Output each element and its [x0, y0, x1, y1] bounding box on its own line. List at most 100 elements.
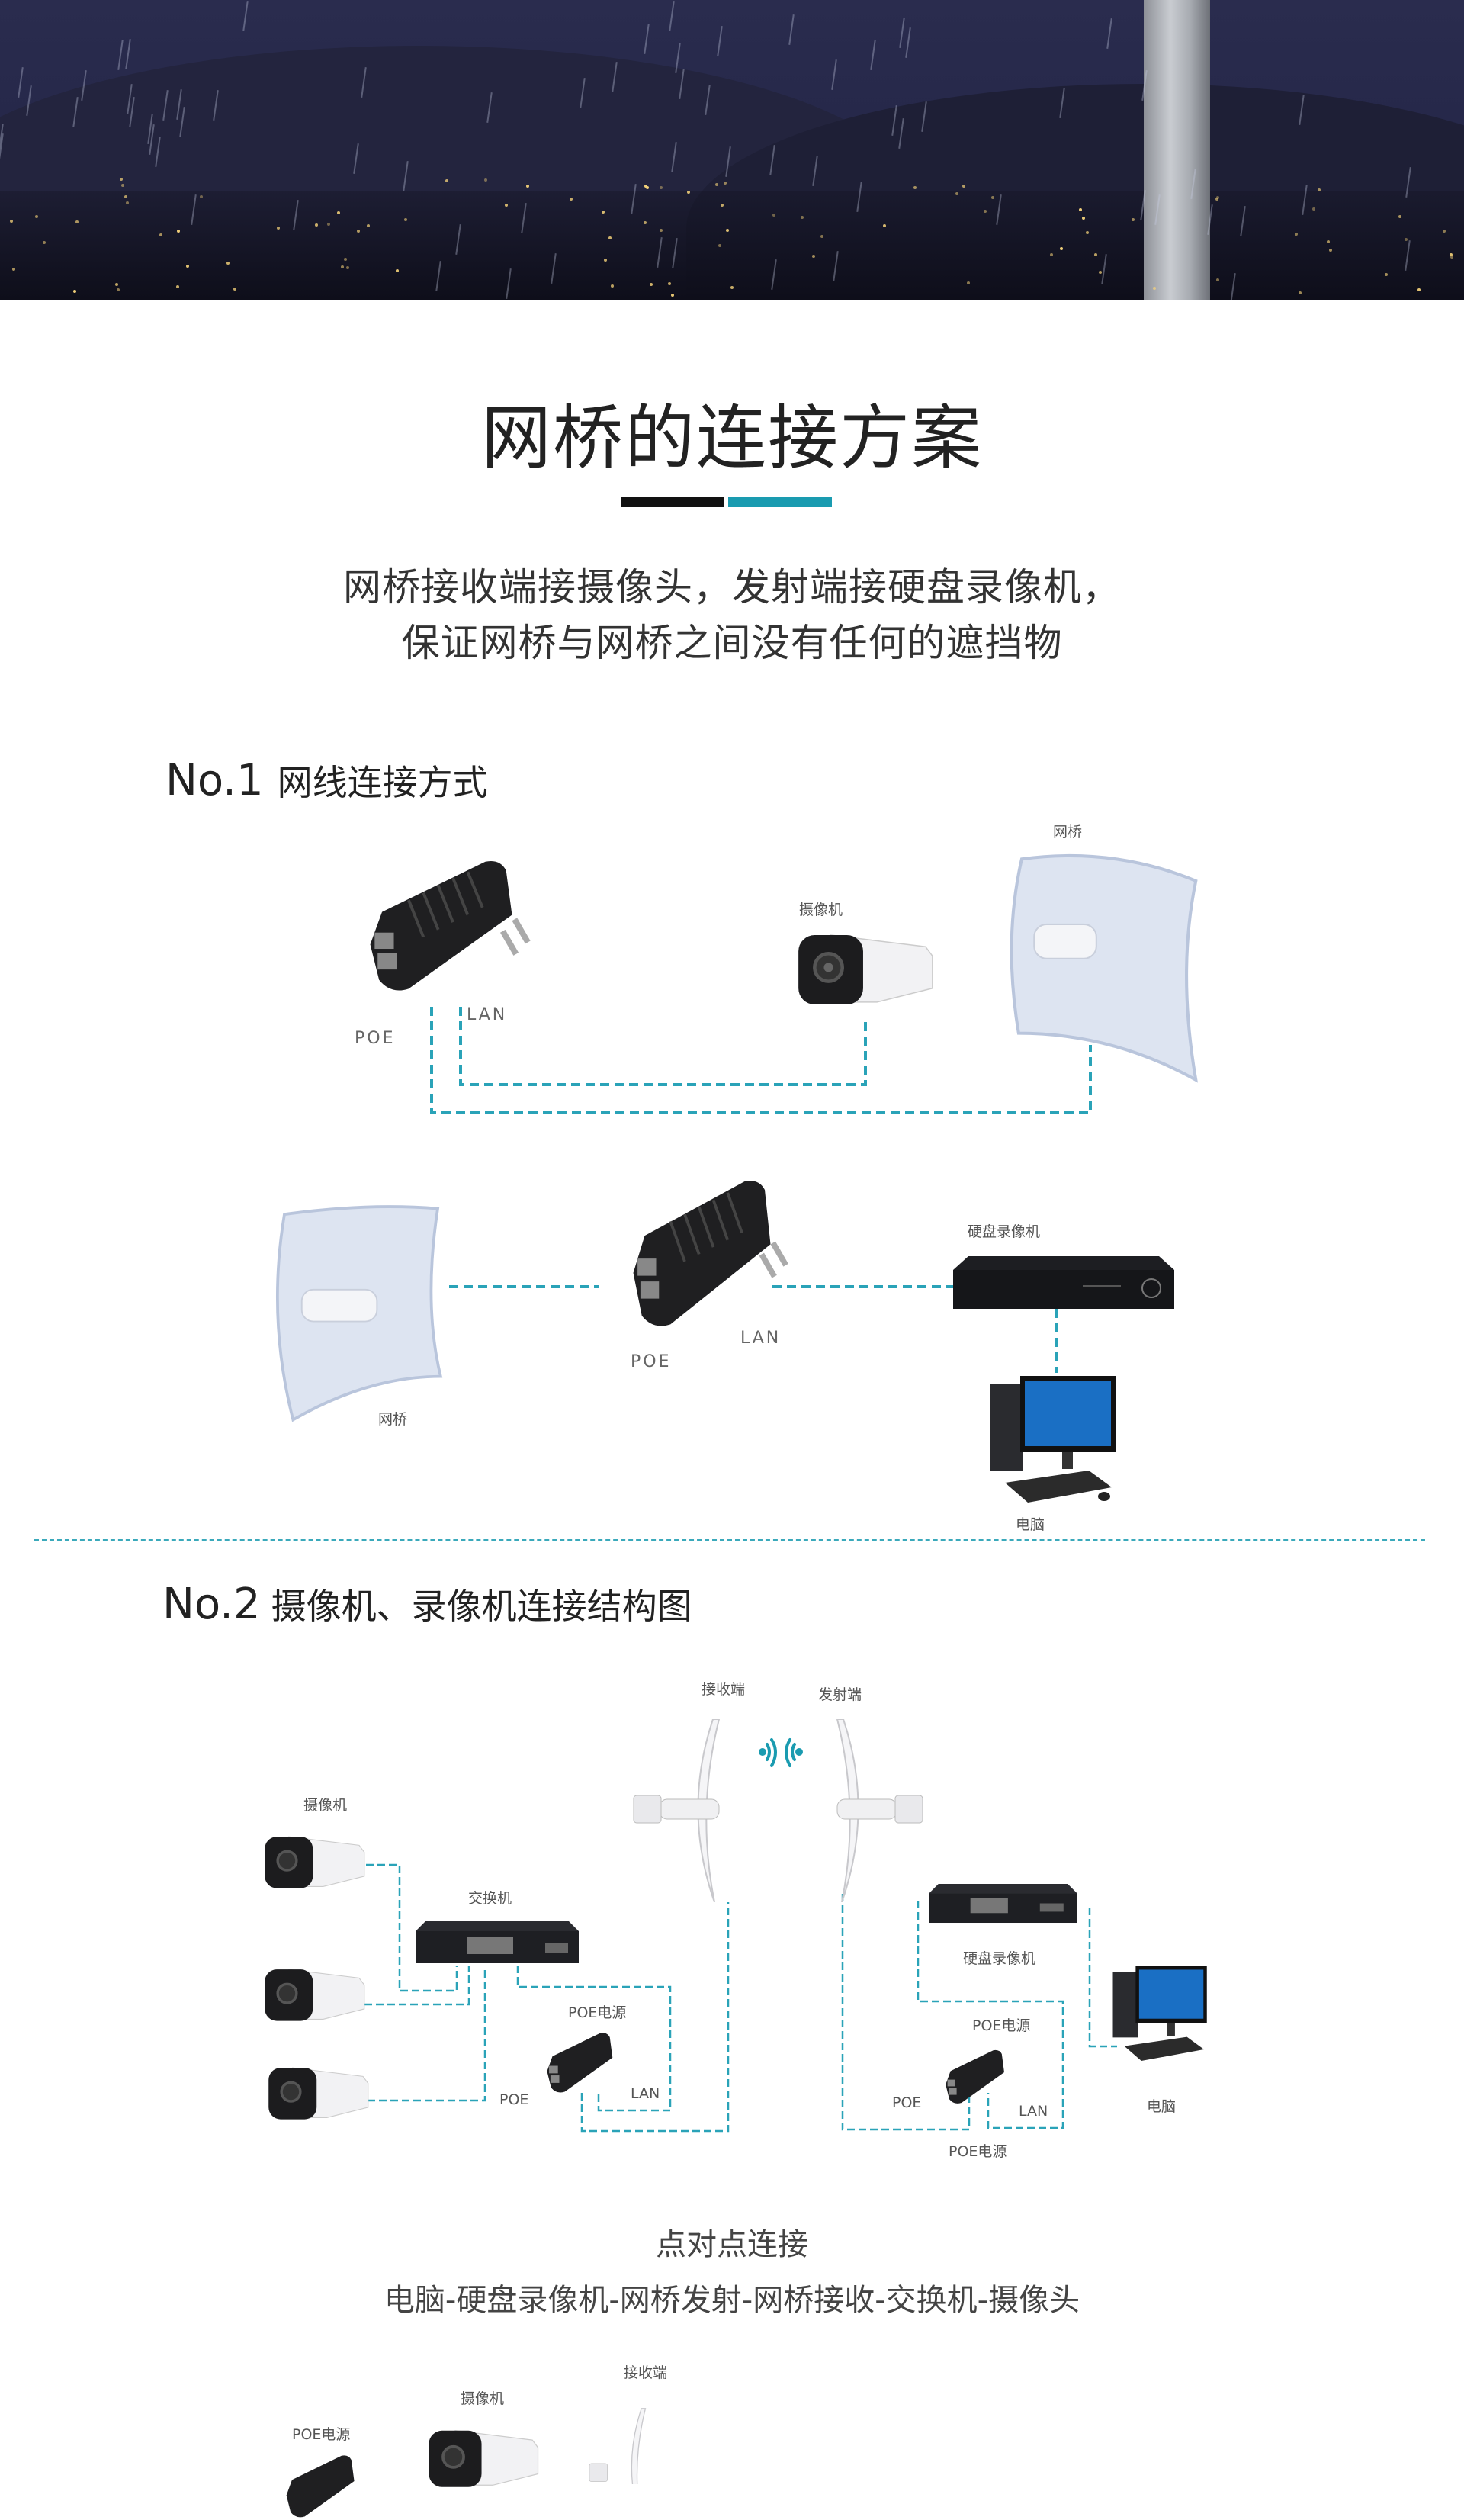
town-light: [725, 229, 729, 233]
town-light: [714, 183, 718, 187]
label-lan: LAN: [631, 2085, 660, 2102]
switch-image: [416, 1921, 579, 1963]
town-light: [1449, 252, 1453, 256]
label-poe: POE: [355, 1029, 396, 1048]
town-light: [367, 224, 371, 228]
town-light: [404, 218, 408, 222]
town-light: [357, 229, 361, 233]
section1-number: No.1: [165, 756, 264, 805]
nvr-image: [929, 1883, 1077, 1924]
town-light: [1085, 230, 1089, 234]
label-lan: LAN: [1019, 2103, 1048, 2120]
town-light: [1385, 273, 1389, 277]
nvr-image: [953, 1256, 1174, 1309]
town-light: [650, 283, 653, 287]
town-light: [1152, 287, 1156, 291]
section2-number: No.2: [162, 1580, 261, 1629]
town-light: [1398, 214, 1401, 218]
town-light: [990, 195, 994, 199]
wireless-signal-icon: [759, 1738, 803, 1767]
poe-line: [430, 1007, 1092, 1114]
label-poe-power: POE电源: [972, 2017, 1031, 2034]
rain-streak: [669, 1, 676, 32]
town-light: [671, 293, 675, 297]
town-light: [12, 268, 16, 271]
label-camera: 摄像机: [303, 1797, 348, 1814]
section2-title: 摄像机、录像机连接结构图: [271, 1586, 692, 1627]
camera-image: [268, 2067, 369, 2120]
town-light: [1312, 207, 1315, 211]
town-light: [75, 220, 79, 224]
label-poe: POE: [499, 2091, 529, 2108]
rain-streak: [1106, 18, 1112, 49]
cam2-switch-line: [364, 1966, 470, 2006]
pc-image: [990, 1376, 1116, 1503]
town-light: [983, 209, 987, 213]
rain-streak: [18, 67, 24, 98]
town-light: [344, 257, 348, 261]
town-light: [186, 264, 190, 268]
town-light: [396, 268, 400, 272]
town-light: [1298, 291, 1302, 294]
label-camera: 摄像机: [461, 2390, 505, 2407]
label-switch: 交换机: [468, 1890, 512, 1907]
cam3-switch-line: [368, 1966, 486, 2102]
town-light: [603, 258, 607, 262]
town-light: [569, 198, 573, 201]
town-light: [1326, 239, 1330, 243]
town-light: [121, 183, 125, 187]
town-light: [445, 178, 448, 182]
label-bridge: 网桥: [1053, 824, 1083, 841]
town-light: [124, 195, 128, 199]
rain-streak: [125, 38, 131, 69]
town-light: [337, 211, 341, 215]
label-pc: 电脑: [1147, 2098, 1177, 2115]
caption-chain: 电脑-硬盘录像机-网桥发射-网桥接收-交换机-摄像头: [384, 2283, 1080, 2318]
poe-adapter-image: [633, 1181, 788, 1326]
town-light: [1294, 233, 1298, 236]
town-light: [720, 203, 724, 207]
bridge-dish-image: [1010, 853, 1199, 1083]
poe-adapter-image: [370, 860, 531, 991]
town-light: [505, 204, 509, 207]
town-light: [1450, 256, 1453, 259]
town-light: [608, 236, 612, 239]
town-light: [42, 240, 46, 244]
town-light: [645, 186, 649, 190]
town-light: [1099, 271, 1103, 275]
pc-image: [1112, 1966, 1207, 2061]
section1-title: 网线连接方式: [277, 762, 488, 803]
label-nvr: 硬盘录像机: [963, 1950, 1036, 1967]
receiver-bridge-image: [589, 2408, 647, 2484]
town-light: [643, 221, 647, 225]
town-light: [962, 185, 966, 188]
town-light: [610, 284, 614, 288]
town-light: [483, 178, 487, 182]
town-light: [1081, 217, 1085, 220]
label-poe-power: POE电源: [568, 2004, 627, 2021]
town-light: [723, 182, 727, 185]
rain-streak: [644, 24, 650, 54]
lan-line: [459, 1007, 867, 1086]
transmitter-bridge-image: [836, 1719, 923, 1902]
hero-night-rain-image: [0, 0, 1464, 300]
town-light: [326, 223, 330, 227]
town-light: [644, 185, 648, 188]
town-light: [1443, 230, 1446, 233]
town-light: [601, 210, 605, 214]
section-divider: [34, 1539, 1425, 1541]
town-lights-area: [0, 191, 1464, 300]
poe-adapter-image: [547, 2033, 613, 2093]
town-light: [1131, 218, 1135, 222]
label-nvr: 硬盘录像机: [968, 1223, 1041, 1240]
town-light: [1093, 253, 1097, 257]
town-light: [116, 288, 120, 292]
title-underline-teal: [728, 497, 832, 507]
town-light: [226, 262, 230, 265]
town-light: [820, 234, 824, 238]
town-light: [882, 224, 886, 228]
label-camera: 摄像机: [799, 902, 843, 918]
town-light: [10, 219, 14, 223]
town-light: [913, 185, 917, 189]
